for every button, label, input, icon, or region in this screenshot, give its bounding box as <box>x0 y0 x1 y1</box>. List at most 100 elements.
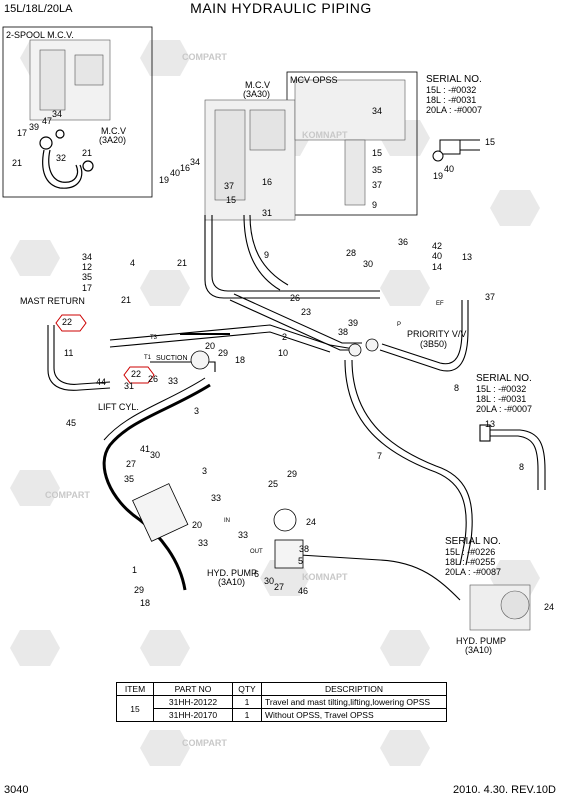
watermark-hexagons <box>10 40 540 766</box>
port-out-label: OUT <box>250 549 263 555</box>
col-description: DESCRIPTION <box>261 682 447 696</box>
callout-37: 37 <box>372 180 383 190</box>
callout-41: 41 <box>140 444 151 454</box>
priority-label: PRIORITY V/V <box>407 329 467 339</box>
callout-30: 30 <box>264 576 275 586</box>
serial-line: 18L : -#0031 <box>476 394 527 404</box>
callout-39: 39 <box>348 318 359 328</box>
callout-38: 38 <box>299 544 310 554</box>
callout-14: 14 <box>432 262 443 272</box>
mast-return-label: MAST RETURN <box>20 296 85 306</box>
callout-15: 15 <box>372 148 383 158</box>
callout-34: 34 <box>190 157 201 167</box>
serial-heading: SERIAL NO. <box>445 536 501 547</box>
serial-line: 20LA : -#0007 <box>476 404 533 414</box>
callout-28: 28 <box>346 248 357 258</box>
callout-33: 33 <box>198 538 209 548</box>
col-item: ITEM <box>116 682 154 696</box>
lift-cyl-label: LIFT CYL. <box>98 402 139 412</box>
mcv-inset-label: M.C.V <box>101 126 127 136</box>
callout-33: 33 <box>211 493 222 503</box>
port-ef-label: EF <box>436 301 444 307</box>
callout-10: 10 <box>278 348 289 358</box>
qty-cell: 1 <box>232 708 262 722</box>
mcv-main-label: M.C.V <box>245 80 271 90</box>
callout-20: 20 <box>192 520 203 530</box>
watermark-text: KOMNAPT <box>302 130 348 140</box>
parts-table: ITEM PART NO QTY DESCRIPTION 15 31HH-201… <box>116 682 447 722</box>
page-number: 3040 <box>4 784 29 796</box>
callout-29: 29 <box>134 585 145 595</box>
callout-40: 40 <box>432 251 443 261</box>
serial-line: 18L : -#0255 <box>445 557 496 567</box>
hyd-pump-label-2: HYD. PUMP <box>456 636 507 646</box>
callout-24: 24 <box>544 602 555 612</box>
callout-15: 15 <box>485 137 496 147</box>
callout-21: 21 <box>177 258 188 268</box>
callout-30: 30 <box>150 450 161 460</box>
callout-21: 21 <box>82 148 93 158</box>
callout-35: 35 <box>82 272 93 282</box>
model-label: 15L/18L/20LA <box>4 3 73 15</box>
table-row: 15 31HH-20122 1 Travel and mast tilting,… <box>116 695 447 722</box>
callout-27: 27 <box>274 582 285 592</box>
item-cell: 15 <box>116 695 154 722</box>
serial-line: 15L : -#0032 <box>476 384 527 394</box>
hyd-pump-code-2: (3A10) <box>465 645 493 655</box>
callout-9: 9 <box>372 200 378 210</box>
callout-27: 27 <box>126 459 137 469</box>
serial-block-3: SERIAL NO. 15L : -#0226 18L : -#0255 20L… <box>445 536 501 578</box>
serial-block-1: SERIAL NO. 15L : -#0032 18L : -#0031 20L… <box>426 74 482 116</box>
serial-line: 15L : -#0032 <box>426 85 477 95</box>
callout-3: 3 <box>202 466 208 476</box>
callout-16: 16 <box>262 177 273 187</box>
callout-39: 39 <box>29 122 40 132</box>
revision-date: 2010. 4.30. REV.10D <box>453 784 556 796</box>
page-title: MAIN HYDRAULIC PIPING <box>190 0 372 16</box>
description-cell: Travel and mast tilting,lifting,lowering… <box>261 695 447 709</box>
callout-40: 40 <box>170 168 181 178</box>
callout-29: 29 <box>218 348 229 358</box>
mcv-inset-code: (3A20) <box>99 135 127 145</box>
callout-11: 11 <box>64 348 74 358</box>
spool-mcv-label: 2-SPOOL M.C.V. <box>6 30 74 40</box>
callout-42: 42 <box>432 241 443 251</box>
callout-18: 18 <box>140 598 151 608</box>
callout-2: 2 <box>282 332 288 342</box>
callout-22: 22 <box>62 317 73 327</box>
description-cell: Without OPSS, Travel OPSS <box>261 708 447 722</box>
callout-24: 24 <box>306 517 317 527</box>
qty-cell: 1 <box>232 695 262 709</box>
callout-36: 36 <box>398 237 409 247</box>
callout-38: 38 <box>338 327 349 337</box>
hyd-pump-code: (3A10) <box>218 577 246 587</box>
mcv-main-code: (3A30) <box>243 89 271 99</box>
callout-22: 22 <box>131 369 142 379</box>
callout-19: 19 <box>433 171 444 181</box>
callout-13: 13 <box>485 419 496 429</box>
callout-21: 21 <box>121 295 132 305</box>
callout-34: 34 <box>82 252 93 262</box>
serial-heading: SERIAL NO. <box>426 74 482 85</box>
callout-16: 16 <box>180 163 191 173</box>
callout-25: 25 <box>268 479 279 489</box>
callout-9: 9 <box>264 250 270 260</box>
callout-6: 6 <box>254 569 260 579</box>
port-t3-label: T3 <box>150 335 158 341</box>
callout-37: 37 <box>485 292 496 302</box>
callout-34: 34 <box>52 109 63 119</box>
callout-17: 17 <box>17 128 28 138</box>
callout-45: 45 <box>66 418 77 428</box>
suction-label: SUCTION <box>156 355 188 362</box>
callout-31: 31 <box>124 381 135 391</box>
priority-code: (3B50) <box>420 339 448 349</box>
callout-44: 44 <box>96 377 107 387</box>
callout-35: 35 <box>124 474 135 484</box>
port-in-label: IN <box>224 518 230 524</box>
serial-block-2: SERIAL NO. 15L : -#0032 18L : -#0031 20L… <box>476 374 533 415</box>
callout-8: 8 <box>454 383 460 393</box>
callout-33: 33 <box>168 376 179 386</box>
callout-32: 32 <box>56 153 67 163</box>
callout-47: 47 <box>42 116 53 126</box>
